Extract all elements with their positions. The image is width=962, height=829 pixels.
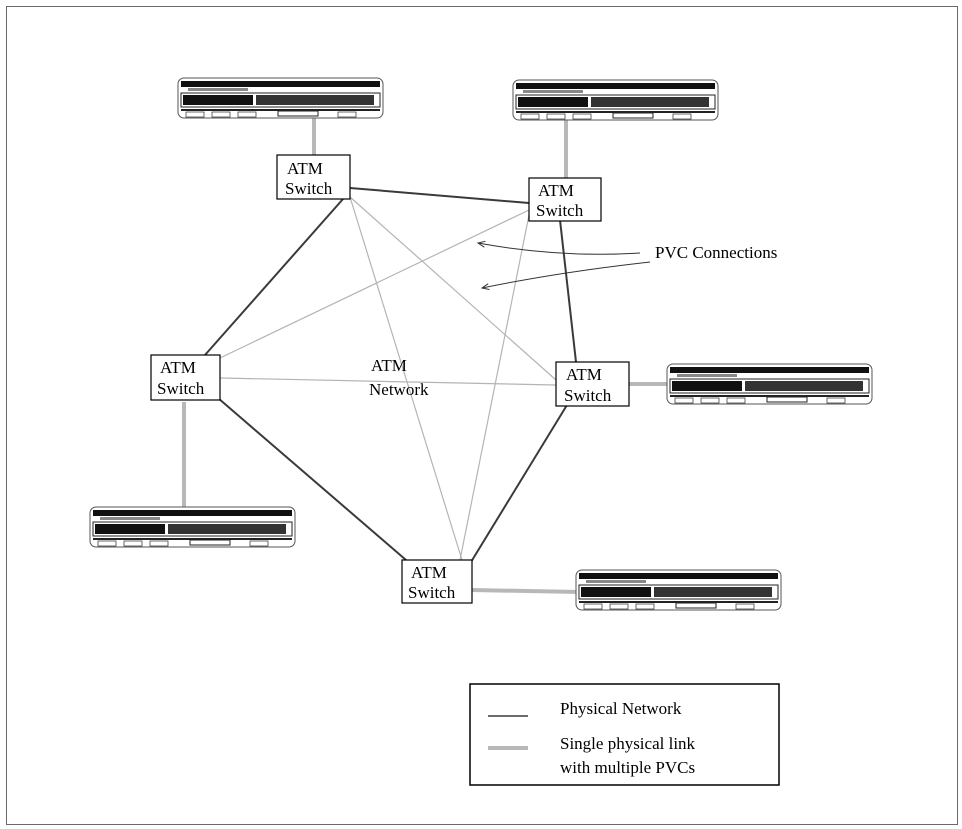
access-links (182, 118, 670, 594)
network-device-top-right (512, 79, 719, 121)
pvc-line (349, 196, 463, 561)
network-device-right (666, 363, 873, 405)
switch-label-line2: Switch (157, 379, 205, 398)
switch-label-line1: ATM (287, 159, 323, 178)
legend-box (469, 683, 780, 786)
switch-label-line1: ATM (160, 358, 196, 377)
pvc-arrow (478, 243, 641, 255)
access-link-bottom (470, 588, 581, 594)
switch-right: ATM Switch (555, 361, 630, 407)
switch-top-left: ATM Switch (276, 154, 351, 200)
switch-label-line1: ATM (411, 563, 447, 582)
switch-top-right: ATM Switch (528, 177, 602, 222)
pvc-line (219, 377, 557, 386)
legend: Physical Network Single physical link wi… (469, 683, 780, 786)
pvc-arrow (482, 261, 651, 288)
switch-label-line1: ATM (538, 181, 574, 200)
network-device-top-left (177, 77, 384, 119)
switch-label-line2: Switch (536, 201, 584, 220)
physical-links (204, 187, 577, 563)
pvc-connections-label: PVC Connections (655, 243, 777, 262)
physical-link (559, 219, 577, 363)
switch-label-line2: Switch (408, 583, 456, 602)
switch-label-line1: ATM (566, 365, 602, 384)
legend-multi-pvc-label-line1: Single physical link (560, 734, 696, 753)
network-label-line2: Network (369, 380, 429, 399)
switch-left: ATM Switch (150, 354, 221, 401)
network-device-bottom (575, 569, 782, 611)
switch-bottom: ATM Switch (401, 559, 473, 604)
devices (89, 77, 873, 611)
pvc-arrows (478, 243, 651, 288)
physical-link (470, 404, 568, 563)
legend-physical-label: Physical Network (560, 699, 682, 718)
pvc-line (349, 196, 557, 381)
physical-link (349, 187, 530, 204)
switch-label-line2: Switch (285, 179, 333, 198)
pvc-line (459, 214, 530, 561)
network-device-left (89, 506, 296, 548)
legend-multi-pvc-label-line2: with multiple PVCs (560, 758, 695, 777)
switch-label-line2: Switch (564, 386, 612, 405)
network-label-line1: ATM (371, 356, 407, 375)
diagram-frame (6, 6, 958, 825)
pvc-connections (219, 196, 557, 561)
physical-link (204, 198, 344, 356)
pvc-line (219, 209, 530, 359)
physical-link (217, 397, 407, 561)
